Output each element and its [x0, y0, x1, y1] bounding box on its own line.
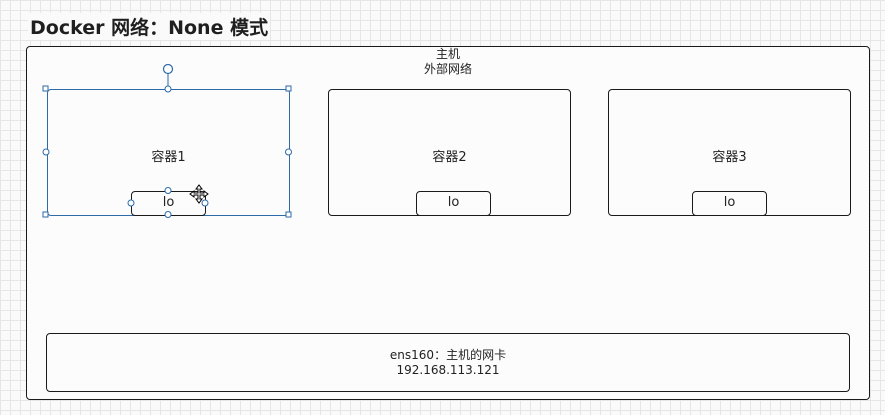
container-3-label: 容器3 [712, 150, 747, 165]
host-label-line1: 主机 [435, 47, 460, 61]
container-2-label: 容器2 [432, 150, 467, 165]
host-label: 主机 外部网络 [27, 47, 869, 77]
container-1-lo-interface[interactable]: lo [131, 191, 206, 216]
container-3-lo-interface[interactable]: lo [692, 191, 767, 216]
diagram-title: Docker 网络：None 模式 [28, 13, 271, 40]
host-label-line2: 外部网络 [423, 62, 472, 76]
nic-ip: 192.168.113.121 [396, 363, 500, 377]
nic-label: ens160：主机的网卡 [389, 348, 507, 362]
container-2-lo-interface[interactable]: lo [416, 191, 491, 216]
host-nic-box[interactable]: ens160：主机的网卡 192.168.113.121 [46, 333, 850, 392]
container-1-label: 容器1 [151, 150, 186, 165]
